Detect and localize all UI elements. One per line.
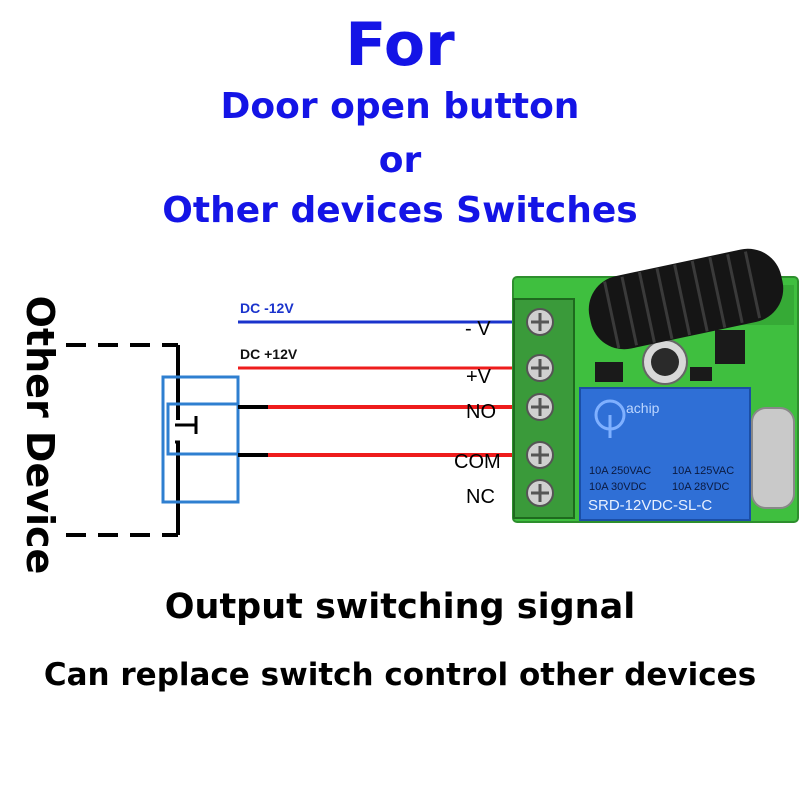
relay-rating-1a: 10A 250VAC <box>589 465 651 477</box>
push-button-icon <box>175 416 198 444</box>
heading-door-open-button: Door open button <box>220 86 580 127</box>
heading-for: For <box>345 10 455 80</box>
other-device-label: Other Device <box>18 295 62 575</box>
relay-rating-2b: 10A 28VDC <box>672 481 730 493</box>
relay-brand: achip <box>626 400 660 416</box>
relay-module: achip 10A 250VAC 10A 125VAC 10A 30VDC 10… <box>512 248 799 523</box>
relay-body: achip 10A 250VAC 10A 125VAC 10A 30VDC 10… <box>579 387 751 521</box>
terminal-label-neg-v: - V <box>465 318 491 340</box>
wires <box>238 320 520 457</box>
heading-or: or <box>378 140 422 181</box>
relay-model: SRD-12VDC-SL-C <box>588 497 712 514</box>
brand-logo-icon <box>594 399 626 438</box>
terminal-label-com: COM <box>454 451 501 473</box>
capacitor-icon <box>642 339 688 385</box>
terminal-label-no: NO <box>466 401 496 423</box>
crystal-icon <box>751 407 795 509</box>
terminal-label-pos-v: +V <box>466 366 492 388</box>
switch-box <box>161 375 240 504</box>
screw-terminals <box>526 308 554 507</box>
label-dc-negative: DC -12V <box>240 300 294 316</box>
chip-icon <box>715 330 745 364</box>
replace-switch-subtitle: Can replace switch control other devices <box>43 657 757 693</box>
terminal-block <box>513 298 575 519</box>
device-dashed-leads <box>66 343 180 537</box>
relay-rating-2a: 10A 30VDC <box>589 481 647 493</box>
relay-rating-1b: 10A 125VAC <box>672 465 734 477</box>
label-dc-positive: DC +12V <box>240 346 298 362</box>
antenna-coil-icon <box>588 248 784 350</box>
heading-other-devices-switches: Other devices Switches <box>162 190 638 231</box>
output-switching-signal-title: Output switching signal <box>164 587 636 627</box>
terminal-label-nc: NC <box>466 486 495 508</box>
